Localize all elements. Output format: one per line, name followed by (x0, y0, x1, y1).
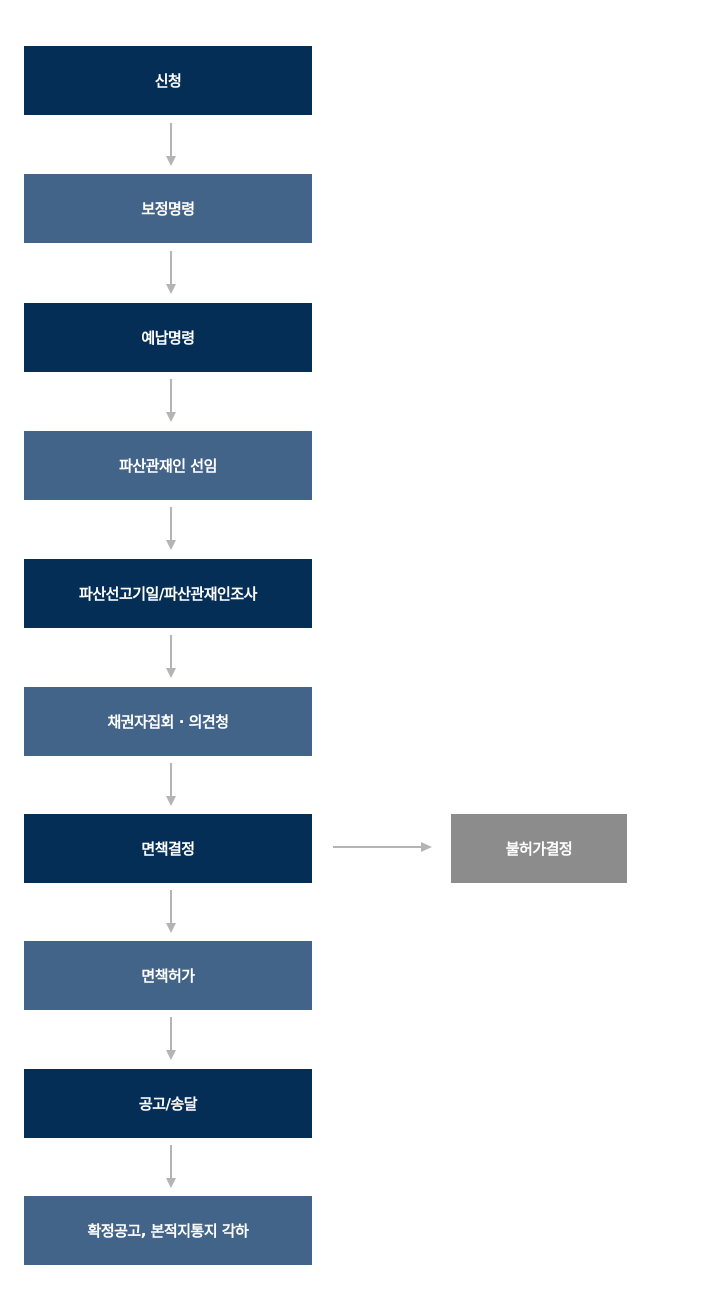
step-discharge-decision: 면책결정 (24, 814, 312, 883)
step-notice-delivery: 공고/송달 (24, 1069, 312, 1138)
arrow-down-icon (166, 890, 176, 933)
arrow-down-icon (166, 251, 176, 294)
arrow-down-icon (166, 763, 176, 806)
arrow-down-icon (166, 635, 176, 678)
step-final-notice: 확정공고, 본적지통지 각하 (24, 1196, 312, 1265)
arrow-down-icon (166, 1017, 176, 1060)
arrow-down-icon (166, 123, 176, 166)
arrow-right-icon (333, 842, 432, 852)
step-creditors-meeting: 채권자집회 · 의견청 (24, 687, 312, 756)
step-deposit-order: 예납명령 (24, 303, 312, 372)
step-correction-order: 보정명령 (24, 174, 312, 243)
arrow-down-icon (166, 379, 176, 422)
branch-denial-decision: 불허가결정 (451, 814, 627, 883)
step-discharge-granted: 면책허가 (24, 941, 312, 1010)
step-application: 신청 (24, 46, 312, 115)
arrow-down-icon (166, 1145, 176, 1188)
step-bankruptcy-hearing: 파산선고기일/파산관재인조사 (24, 559, 312, 628)
arrow-down-icon (166, 507, 176, 550)
step-trustee-appointment: 파산관재인 선임 (24, 431, 312, 500)
